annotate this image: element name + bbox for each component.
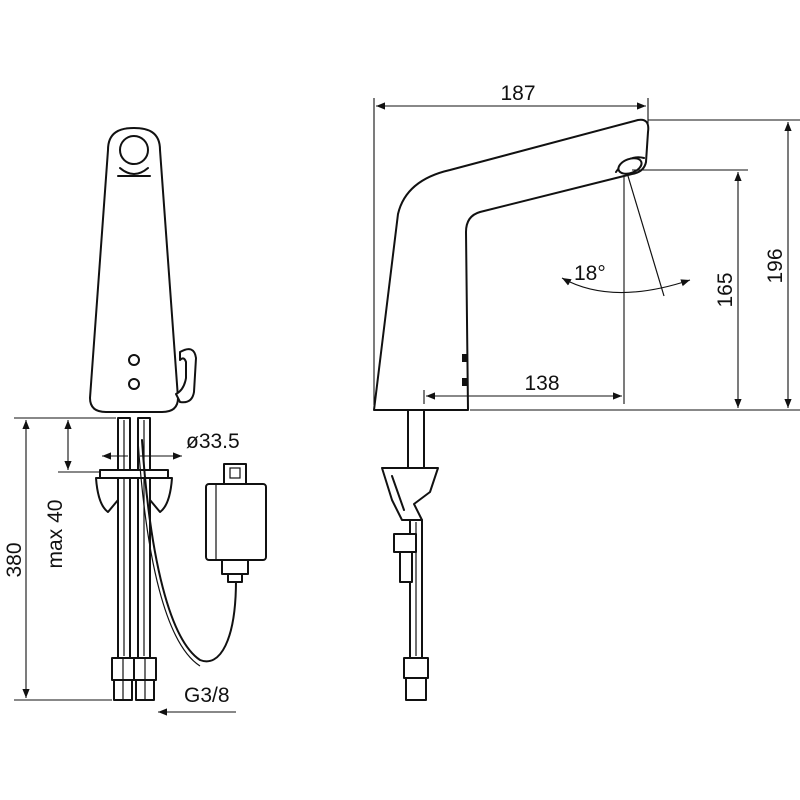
angle-arc xyxy=(561,277,691,294)
dim-label-187: 187 xyxy=(500,82,535,105)
dim-label-380: 380 xyxy=(3,542,26,577)
dim-label-angle: 18° xyxy=(574,262,606,285)
side-view xyxy=(373,118,665,701)
dim-label-138: 138 xyxy=(524,372,559,395)
inlet-hoses xyxy=(117,417,151,659)
sensor-dot-upper xyxy=(128,354,140,366)
control-box xyxy=(205,463,267,583)
hose-nuts xyxy=(111,657,157,701)
dim-label-max40: max 40 xyxy=(44,500,67,569)
mounting-bracket xyxy=(95,477,119,513)
dim-label-diameter: ø33.5 xyxy=(186,430,240,453)
dim-label-196: 196 xyxy=(764,248,787,283)
front-dimensions: 380 max 40 ø33.5 G3/8 xyxy=(3,417,240,716)
front-view xyxy=(89,127,267,701)
dim-label-thread: G3/8 xyxy=(184,684,230,707)
side-dimensions: 187 196 165 138 18° xyxy=(373,82,800,411)
side-faucet-body xyxy=(373,118,650,411)
side-bracket xyxy=(381,467,439,521)
front-faucet-body xyxy=(89,127,179,413)
side-hose-nuts xyxy=(403,657,429,701)
sensor-cable xyxy=(141,439,237,663)
spout-opening xyxy=(119,135,149,165)
sensor-dot-lower xyxy=(128,378,140,390)
dim-label-165: 165 xyxy=(714,272,737,307)
side-lever xyxy=(175,348,197,404)
